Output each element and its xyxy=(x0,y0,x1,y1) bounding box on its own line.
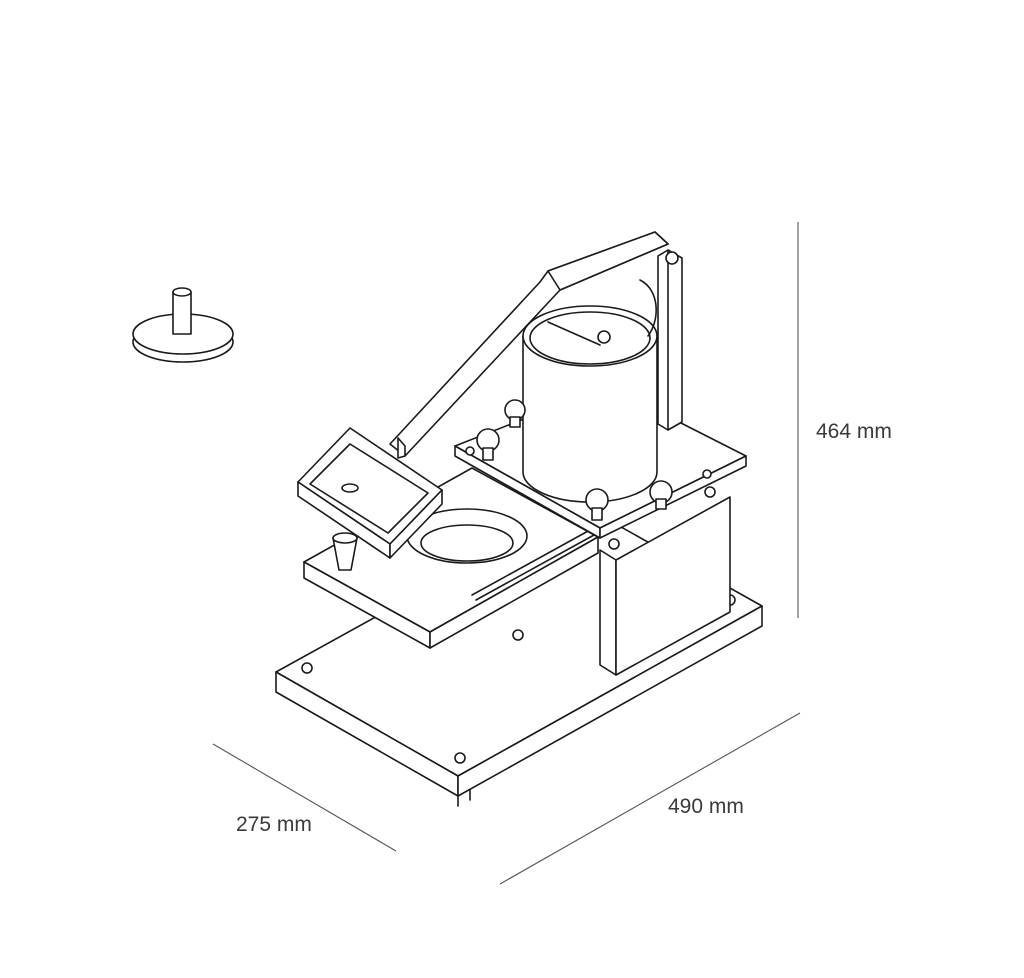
mold-hole xyxy=(406,508,528,564)
mold-cone xyxy=(332,532,358,571)
depth-dimension-line xyxy=(212,743,397,852)
press-handle xyxy=(297,427,443,559)
knob-4 xyxy=(649,480,673,510)
knob-3 xyxy=(585,488,609,521)
press-arm xyxy=(389,231,679,459)
depth-dimension-label: 275 mm xyxy=(236,813,312,836)
length-dimension-label: 490 mm xyxy=(668,795,744,818)
knob-2 xyxy=(504,399,526,428)
support-column xyxy=(599,496,731,676)
knob-1 xyxy=(476,428,500,461)
cylinder-hopper xyxy=(522,279,658,503)
vertical-post xyxy=(657,249,683,431)
plunger-disc-accessory xyxy=(132,287,234,363)
length-dimension-line xyxy=(499,712,801,885)
height-dimension-label: 464 mm xyxy=(816,420,892,443)
